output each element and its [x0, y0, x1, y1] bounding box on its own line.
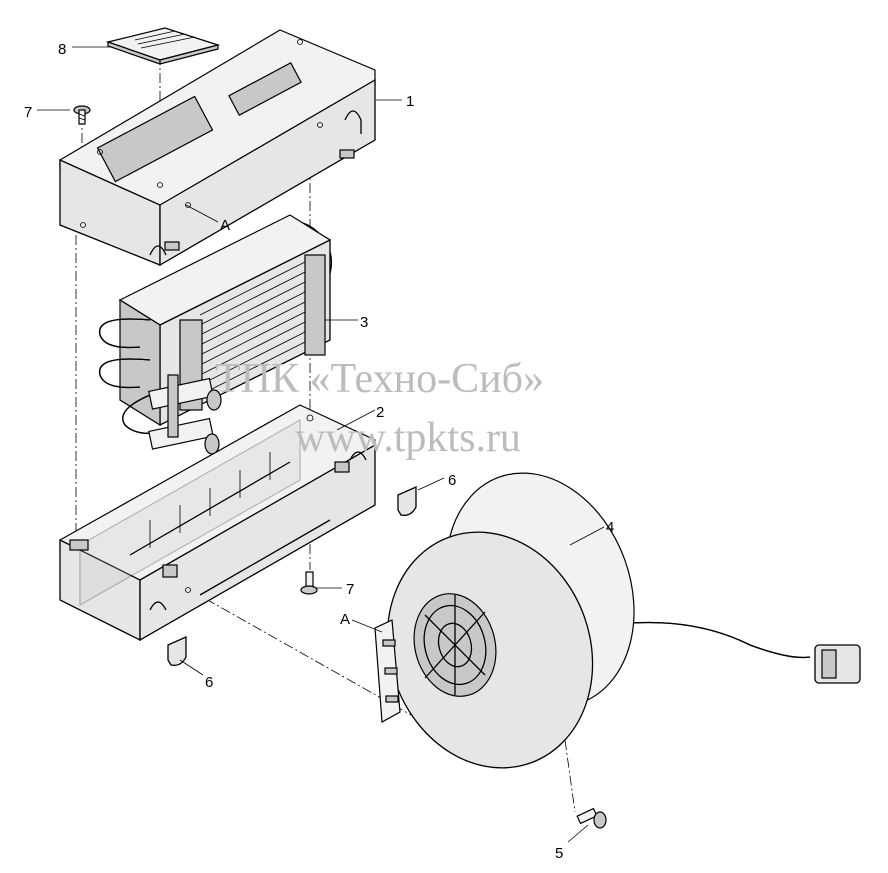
- part-7-screw-top: [73, 105, 91, 125]
- watermark-line-1: ТПК «Техно-Сиб»: [215, 356, 544, 402]
- part-3-heater-core: [98, 214, 332, 455]
- callout-A-top: A: [220, 217, 230, 234]
- part-8-label-plate: [105, 27, 221, 65]
- inlet-outlet-pipes: [148, 374, 222, 455]
- callout-2: 2: [376, 404, 384, 421]
- callout-4: 4: [606, 519, 614, 536]
- part-5-screw: [576, 807, 607, 829]
- leader-lines: [37, 46, 605, 843]
- callout-8: 8: [58, 41, 66, 58]
- part-7-screw-middle: [300, 571, 318, 595]
- watermark: ТПК «Техно-Сиб» www.tpkts.ru: [215, 356, 544, 461]
- part-2-lower-housing: [59, 404, 376, 642]
- callout-7-middle: 7: [346, 581, 354, 598]
- part-4-blower-motor: [374, 472, 861, 769]
- watermark-line-2: www.tpkts.ru: [295, 415, 521, 461]
- callout-7-top: 7: [24, 104, 32, 121]
- part-1-upper-housing: [59, 29, 376, 267]
- part-6-clip-left: [167, 635, 187, 666]
- coolant-tubes: [98, 318, 156, 434]
- radiator-fins: [199, 261, 306, 396]
- callout-6-right: 6: [448, 472, 456, 489]
- callout-6-left: 6: [205, 674, 213, 691]
- callout-1: 1: [406, 93, 414, 110]
- callout-3: 3: [360, 314, 368, 331]
- part-6-clip-right: [397, 485, 417, 516]
- fan-grille: [413, 593, 497, 697]
- callout-5: 5: [555, 845, 563, 862]
- callout-labels: 8 7 1 3 2 6 4 7 6 A A 5: [24, 41, 614, 862]
- callout-A-bottom: A: [340, 611, 350, 628]
